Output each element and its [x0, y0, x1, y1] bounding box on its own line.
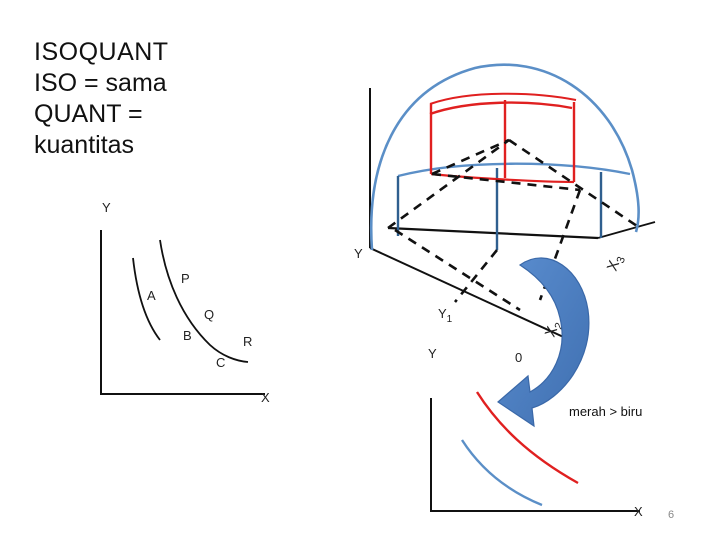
point-b-label: B — [183, 328, 192, 343]
point-c-label: C — [216, 355, 225, 370]
dashed-grid-3 — [388, 140, 509, 228]
point-p-label: P — [181, 271, 190, 286]
origin-label: 0 — [515, 350, 522, 365]
dashed-grid-6 — [455, 250, 497, 302]
page-number: 6 — [668, 509, 674, 521]
left-y-label: Y — [102, 200, 111, 215]
x3-label: X 3 — [604, 252, 628, 274]
y-front-label: Y — [428, 346, 437, 361]
y1-label: Y1 — [438, 306, 453, 325]
red-isoquant-top — [430, 103, 572, 114]
surface-y-label: Y — [354, 246, 363, 261]
projection-arrow-icon — [498, 258, 589, 426]
point-a-label: A — [147, 288, 156, 303]
point-r-label: R — [243, 334, 252, 349]
right-x-label: X — [634, 504, 643, 519]
comparison-note: merah > biru — [569, 404, 642, 419]
dashed-grid-5 — [395, 230, 520, 310]
right-isoquant-graph: merah > biru X — [430, 392, 643, 519]
left-isoquant-graph: Y X A B C P Q R — [100, 200, 270, 405]
production-surface-3d: Y X 3 X 2 X Y1 Y 0 — [354, 65, 655, 365]
surface-depth-axis-2 — [598, 222, 655, 238]
point-q-label: Q — [204, 307, 214, 322]
surface-depth-axis — [388, 228, 598, 238]
left-x-label: X — [261, 390, 270, 405]
left-isoquant-curve-outer — [160, 240, 248, 362]
